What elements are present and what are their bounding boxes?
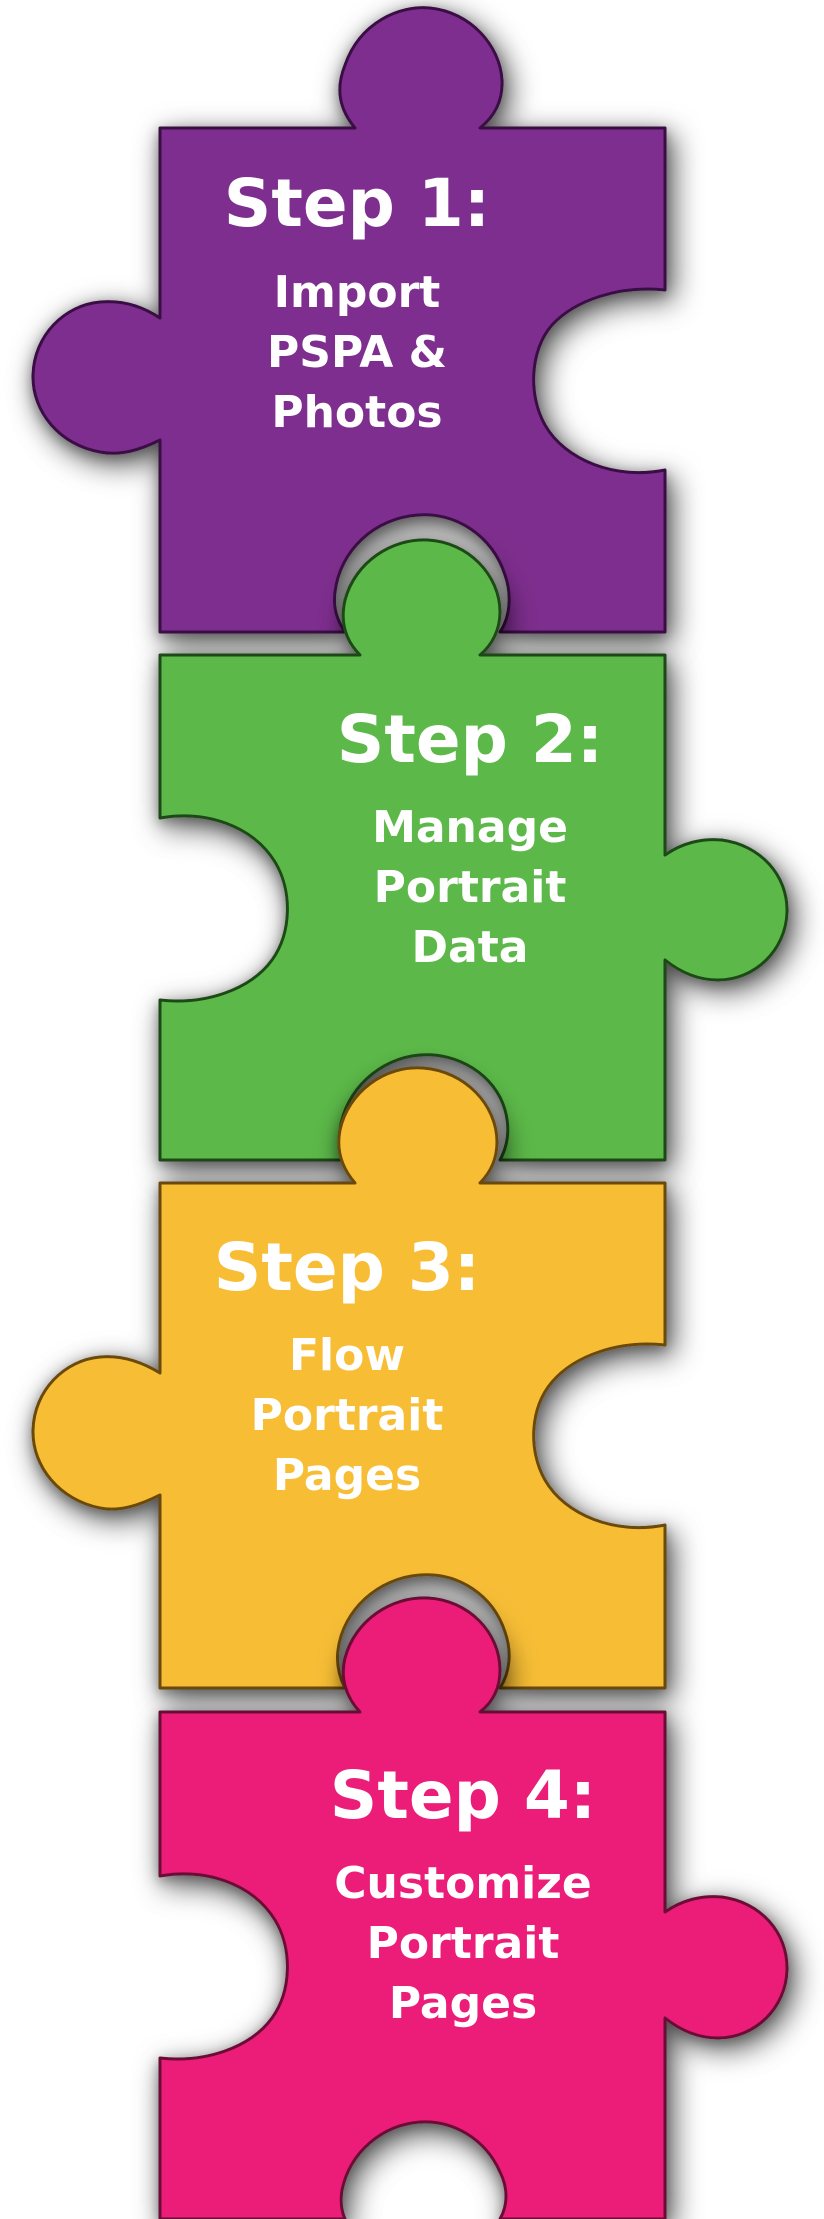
step-2-line-3: Data [412, 922, 529, 973]
step-3-line-3: Pages [273, 1450, 421, 1501]
step-1-line-2: PSPA & [267, 327, 447, 378]
puzzle-piece-step-2: Step 2: Manage Portrait Data [158, 538, 789, 1162]
step-1-line-3: Photos [271, 387, 442, 438]
step-4-title: Step 4: [330, 1757, 596, 1834]
step-4-line-1: Customize [334, 1858, 591, 1909]
puzzle-piece-step-4: Step 4: Customize Portrait Pages [158, 1596, 789, 2219]
puzzle-piece-step-2-shape [158, 538, 789, 1162]
step-2-line-2: Portrait [374, 862, 567, 913]
puzzle-piece-step-3: Step 3: Flow Portrait Pages [31, 1066, 667, 1690]
step-2-title: Step 2: [337, 701, 603, 778]
puzzle-piece-step-1-shape [31, 6, 667, 634]
step-3-title: Step 3: [214, 1229, 480, 1306]
step-1-title: Step 1: [224, 165, 490, 242]
puzzle-piece-step-4-shape [158, 1596, 789, 2219]
step-4-line-2: Portrait [367, 1918, 560, 1969]
puzzle-piece-step-1: Step 1: Import PSPA & Photos [31, 6, 667, 634]
step-2-line-1: Manage [372, 802, 568, 853]
step-3-line-2: Portrait [251, 1390, 444, 1441]
step-4-line-3: Pages [389, 1978, 537, 2029]
step-1-line-1: Import [274, 267, 441, 318]
puzzle-piece-step-3-shape [31, 1066, 667, 1690]
step-3-line-1: Flow [289, 1330, 405, 1381]
